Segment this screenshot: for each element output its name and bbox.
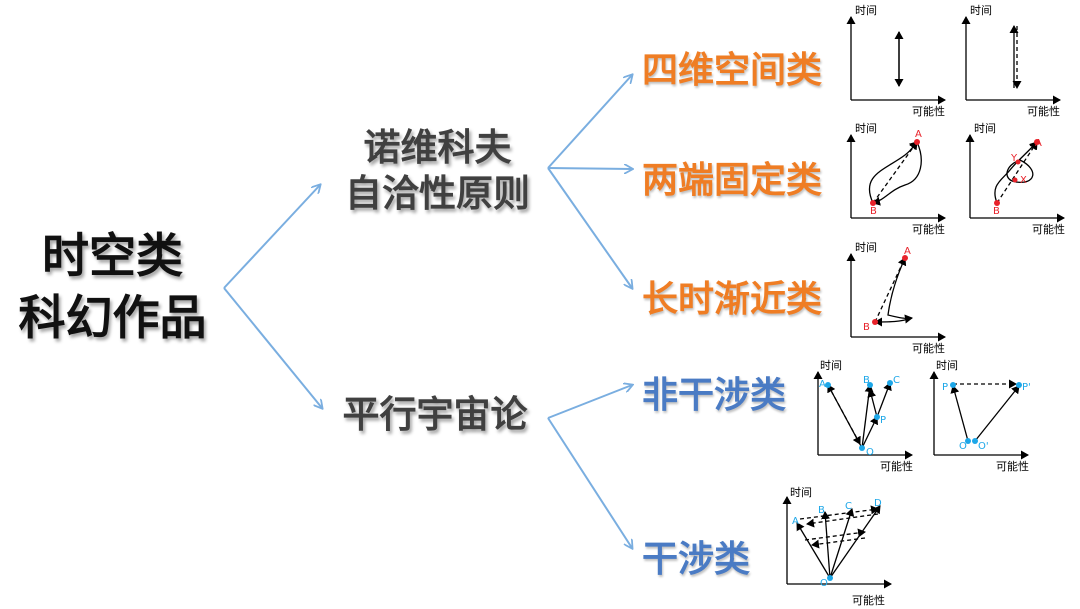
- point-o-prime: [972, 438, 978, 444]
- plot-non-interfering-b-ylabel: 时间: [936, 359, 958, 372]
- point-a-2: [1034, 139, 1040, 145]
- leaf-non-interfering: 非干涉类: [642, 375, 787, 416]
- plot-four-d-b-xlabel: 可能性: [1027, 104, 1060, 118]
- label-o-6: O: [820, 578, 828, 589]
- connector-novikov-asym: [547, 167, 632, 288]
- branch-novikov: 诺维科夫 自洽性原则: [325, 125, 550, 217]
- point-y: [1015, 159, 1021, 165]
- label-p-5: P: [942, 382, 948, 393]
- label-b: B: [870, 206, 877, 217]
- plot-non-interfering-a-xlabel: 可能性: [880, 459, 913, 473]
- branch-parallel: 平行宇宙论: [325, 392, 545, 438]
- point-b-4: [867, 382, 873, 388]
- label-a-4: A: [819, 379, 826, 390]
- point-o-6: [827, 575, 833, 581]
- label-a: A: [915, 129, 922, 140]
- plot-non-interfering-b: [929, 371, 1029, 460]
- connector-parallel-int: [547, 417, 632, 548]
- label-a-6: A: [792, 516, 799, 527]
- label-p-prime: P': [1022, 382, 1031, 393]
- point-a-3: [902, 255, 908, 261]
- plot-fixed-ends-b-xlabel: 可能性: [1032, 222, 1065, 236]
- branch-parallel-label: 平行宇宙论: [342, 393, 528, 436]
- plot-fixed-ends-b-ylabel: 时间: [974, 122, 996, 135]
- plot-four-d-b-ylabel: 时间: [970, 4, 992, 17]
- label-d-6: D: [874, 498, 882, 509]
- branch-novikov-line2: 自洽性原则: [345, 172, 530, 215]
- point-p-5: [950, 382, 956, 388]
- label-a-2: A: [1035, 138, 1042, 149]
- point-o: [859, 445, 865, 451]
- point-p: [874, 414, 880, 420]
- point-b: [870, 200, 876, 206]
- label-p: P: [880, 415, 886, 426]
- plot-four-d-a-xlabel: 可能性: [912, 104, 945, 118]
- connector-novikov-4d: [547, 75, 632, 169]
- root-title: 时空类 科幻作品: [10, 226, 215, 350]
- label-o-5: O: [959, 441, 967, 452]
- label-x: X: [1020, 175, 1027, 186]
- label-c-4: C: [893, 375, 900, 386]
- plot-fixed-ends-a: [846, 134, 946, 223]
- plot-asymptotic-xlabel: 可能性: [912, 341, 945, 355]
- label-o: O: [866, 447, 874, 458]
- root-title-line2: 科幻作品: [18, 291, 207, 346]
- point-b-3: [872, 319, 878, 325]
- label-y: Y: [1010, 153, 1018, 164]
- plot-fixed-ends-a-xlabel: 可能性: [912, 222, 945, 236]
- root-title-line1: 时空类: [42, 229, 183, 284]
- label-b-2: B: [993, 206, 1000, 217]
- plot-asymptotic: [846, 253, 946, 342]
- point-b-2: [994, 200, 1000, 206]
- plot-four-d-b: [961, 16, 1061, 105]
- point-o-5: [965, 438, 971, 444]
- point-c-4: [887, 380, 893, 386]
- label-b-6: B: [818, 505, 825, 516]
- point-a: [914, 139, 920, 145]
- plot-non-interfering-b-xlabel: 可能性: [996, 459, 1029, 473]
- plot-four-d-a-ylabel: 时间: [855, 4, 877, 17]
- plot-non-interfering-a-ylabel: 时间: [820, 359, 842, 372]
- leaf-four-d: 四维空间类: [642, 50, 823, 91]
- point-a-4: [825, 382, 831, 388]
- label-b-3: B: [863, 322, 870, 333]
- connector-novikov-fixed: [547, 168, 632, 169]
- leaf-asymptotic: 长时渐近类: [642, 279, 823, 320]
- connector-root-novikov: [223, 185, 320, 289]
- connector-parallel-nonint: [547, 385, 632, 419]
- plot-interfering-ylabel: 时间: [790, 486, 812, 499]
- plot-non-interfering-a: [813, 371, 913, 460]
- point-x: [1012, 177, 1018, 183]
- label-b-4: B: [863, 375, 870, 386]
- plot-four-d-a: [846, 16, 946, 105]
- plot-asymptotic-ylabel: 时间: [855, 241, 877, 254]
- connector-root-parallel: [223, 287, 322, 408]
- branch-novikov-line1: 诺维科夫: [363, 126, 512, 169]
- label-c-6: C: [845, 501, 852, 512]
- leaf-interfering: 干涉类: [642, 539, 751, 580]
- label-o-prime: O': [978, 441, 989, 452]
- plot-interfering-xlabel: 可能性: [852, 593, 885, 607]
- plot-interfering: [782, 496, 892, 589]
- plot-fixed-ends-b: [965, 134, 1065, 223]
- point-p-prime: [1016, 382, 1022, 388]
- label-a-3: A: [904, 246, 911, 257]
- plot-fixed-ends-a-ylabel: 时间: [855, 122, 877, 135]
- leaf-fixed-ends: 两端固定类: [642, 160, 823, 201]
